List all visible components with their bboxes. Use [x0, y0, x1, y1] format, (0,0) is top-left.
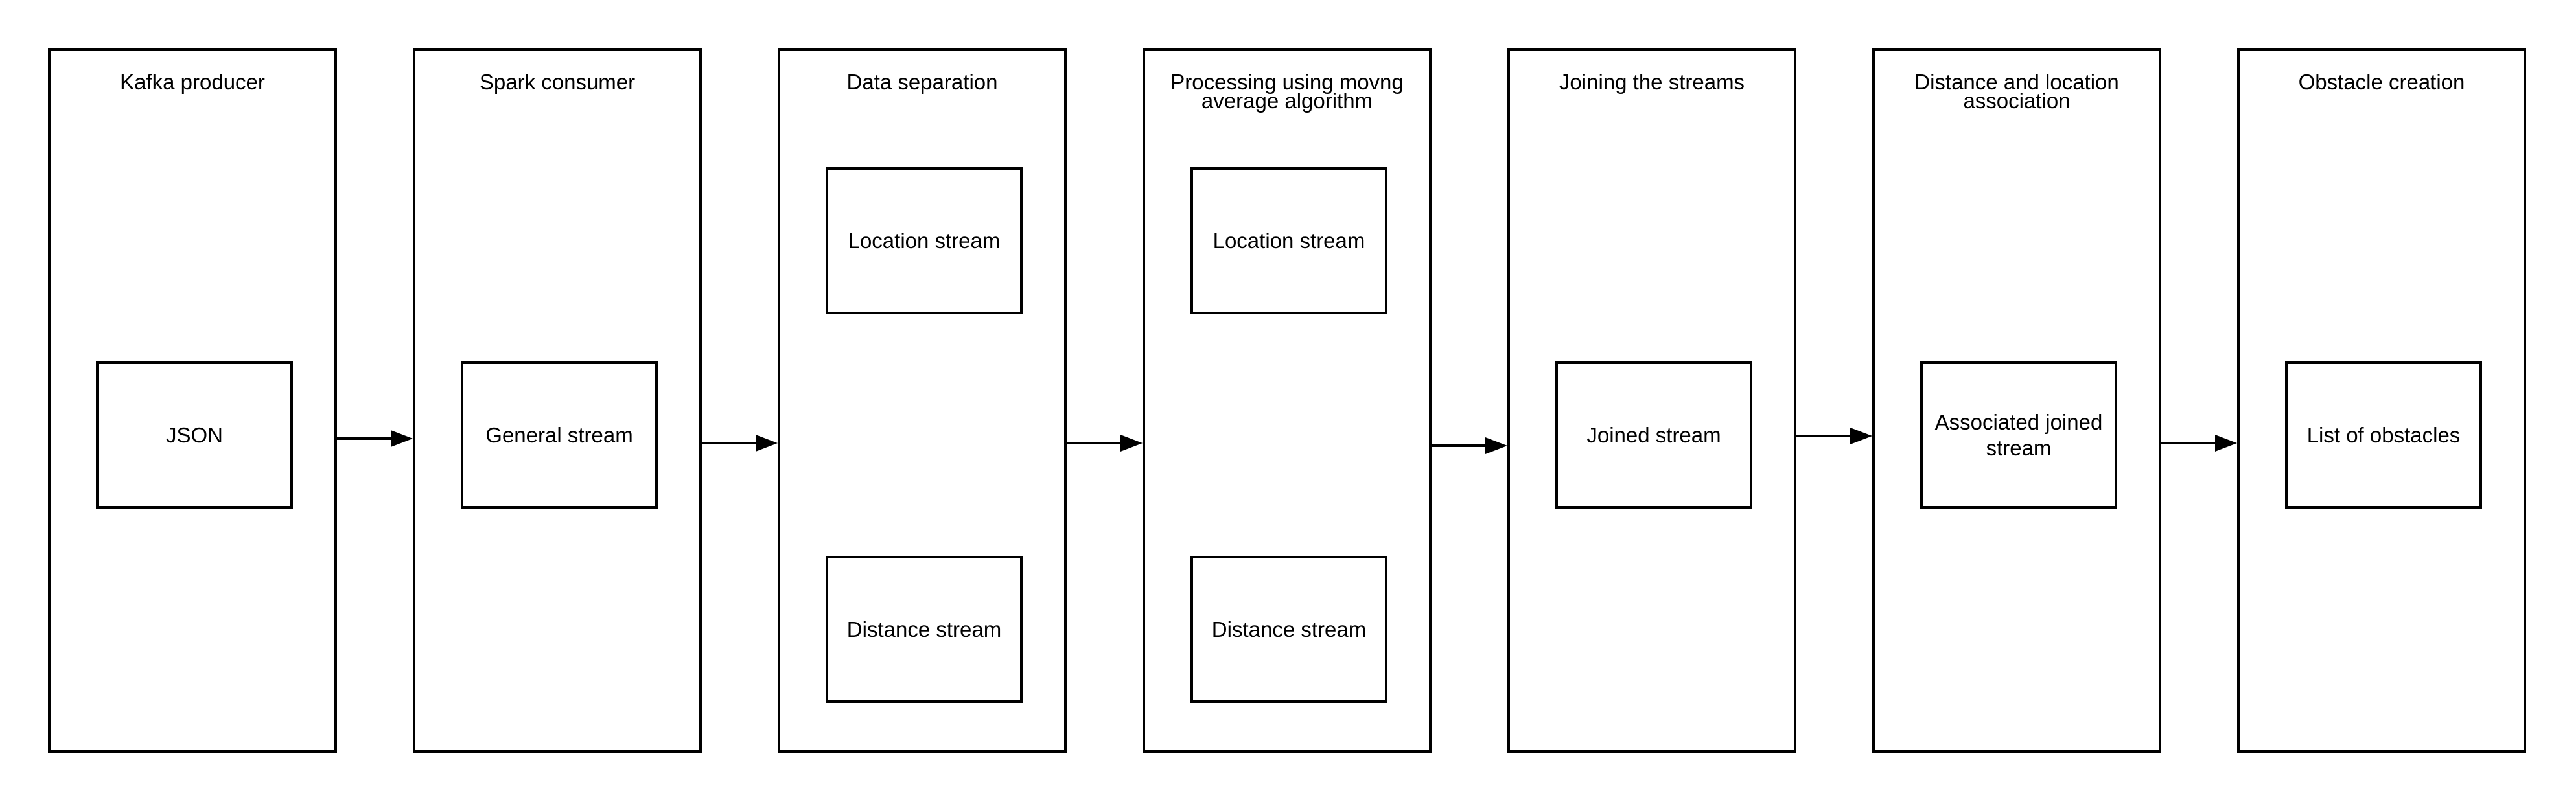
arrow-joining-to-association	[1796, 428, 1872, 444]
stage-distance-location-association: Distance and location association Associ…	[1872, 48, 2161, 753]
stage-processing-moving-average: Processing using movng average algorithm…	[1143, 48, 1432, 753]
node-joined-stream: Joined stream	[1555, 361, 1752, 509]
stage-title: Distance and location association	[1914, 70, 2119, 113]
node-list-of-obstacles: List of obstacles	[2285, 361, 2482, 509]
arrow-processing-to-joining	[1432, 437, 1507, 454]
arrow-spark-to-separation	[702, 435, 778, 452]
node-associated-joined-stream: Associated joined stream	[1920, 361, 2117, 509]
node-json: JSON	[96, 361, 293, 509]
stage-spark-consumer: Spark consumer General stream	[413, 48, 702, 753]
stage-data-separation: Data separation Location stream Distance…	[778, 48, 1067, 753]
stage-title: Processing using movng average algorithm	[1170, 70, 1404, 113]
stage-joining-streams: Joining the streams Joined stream	[1507, 48, 1796, 753]
node-distance-stream: Distance stream	[1190, 556, 1387, 703]
stage-title: Spark consumer	[479, 70, 636, 94]
stage-title: Kafka producer	[120, 70, 265, 94]
arrow-kafka-to-spark	[337, 430, 413, 447]
node-location-stream: Location stream	[826, 167, 1023, 314]
stage-title: Obstacle creation	[2298, 70, 2465, 94]
stage-obstacle-creation: Obstacle creation List of obstacles	[2237, 48, 2526, 753]
stage-title: Joining the streams	[1559, 70, 1745, 94]
arrow-association-to-obstacles	[2161, 435, 2237, 452]
stage-title: Data separation	[846, 70, 998, 94]
stage-kafka-producer: Kafka producer JSON	[48, 48, 337, 753]
node-location-stream: Location stream	[1190, 167, 1387, 314]
node-distance-stream: Distance stream	[826, 556, 1023, 703]
node-general-stream: General stream	[461, 361, 658, 509]
arrow-separation-to-processing	[1067, 435, 1143, 452]
